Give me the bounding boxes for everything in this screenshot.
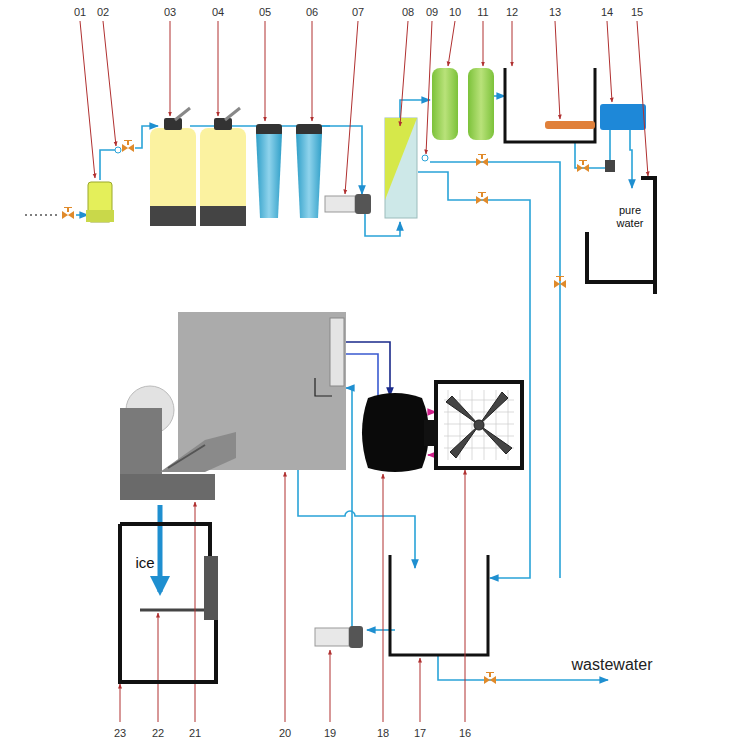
callout-number: 18 [377, 726, 389, 740]
callout-number: 02 [97, 5, 109, 19]
flow-label: wastewater [572, 655, 653, 674]
pure-water-tank: pure water [585, 176, 657, 296]
callout-number: 23 [114, 726, 126, 740]
node-text: pure water [607, 204, 653, 230]
callout-number: 06 [306, 5, 318, 19]
tank-outline [587, 178, 655, 294]
callout-number: 20 [279, 726, 291, 740]
callout-number: 11 [477, 5, 488, 19]
tank-outline [118, 522, 220, 684]
callout-number: 03 [164, 5, 176, 19]
callout-number: 12 [506, 5, 518, 19]
callout-number: 04 [212, 5, 224, 19]
callout-number: 07 [352, 5, 364, 19]
callout-number: 16 [459, 726, 471, 740]
callout-number: 10 [449, 5, 461, 19]
callout-number: 21 [189, 726, 201, 740]
callout-number: 08 [402, 5, 414, 19]
node-text: ice [132, 554, 158, 571]
tank-outline [585, 176, 657, 296]
callout-number: 15 [631, 5, 643, 19]
callout-number: 05 [259, 5, 271, 19]
callout-number: 13 [549, 5, 561, 19]
callout-number: 09 [426, 5, 438, 19]
callout-number: 14 [601, 5, 613, 19]
ice-bin: ice [118, 522, 220, 684]
callout-number: 19 [324, 726, 336, 740]
callout-number: 01 [74, 5, 86, 19]
tank-outline [120, 524, 216, 682]
callout-number: 17 [414, 726, 426, 740]
callout-number: 22 [152, 726, 164, 740]
